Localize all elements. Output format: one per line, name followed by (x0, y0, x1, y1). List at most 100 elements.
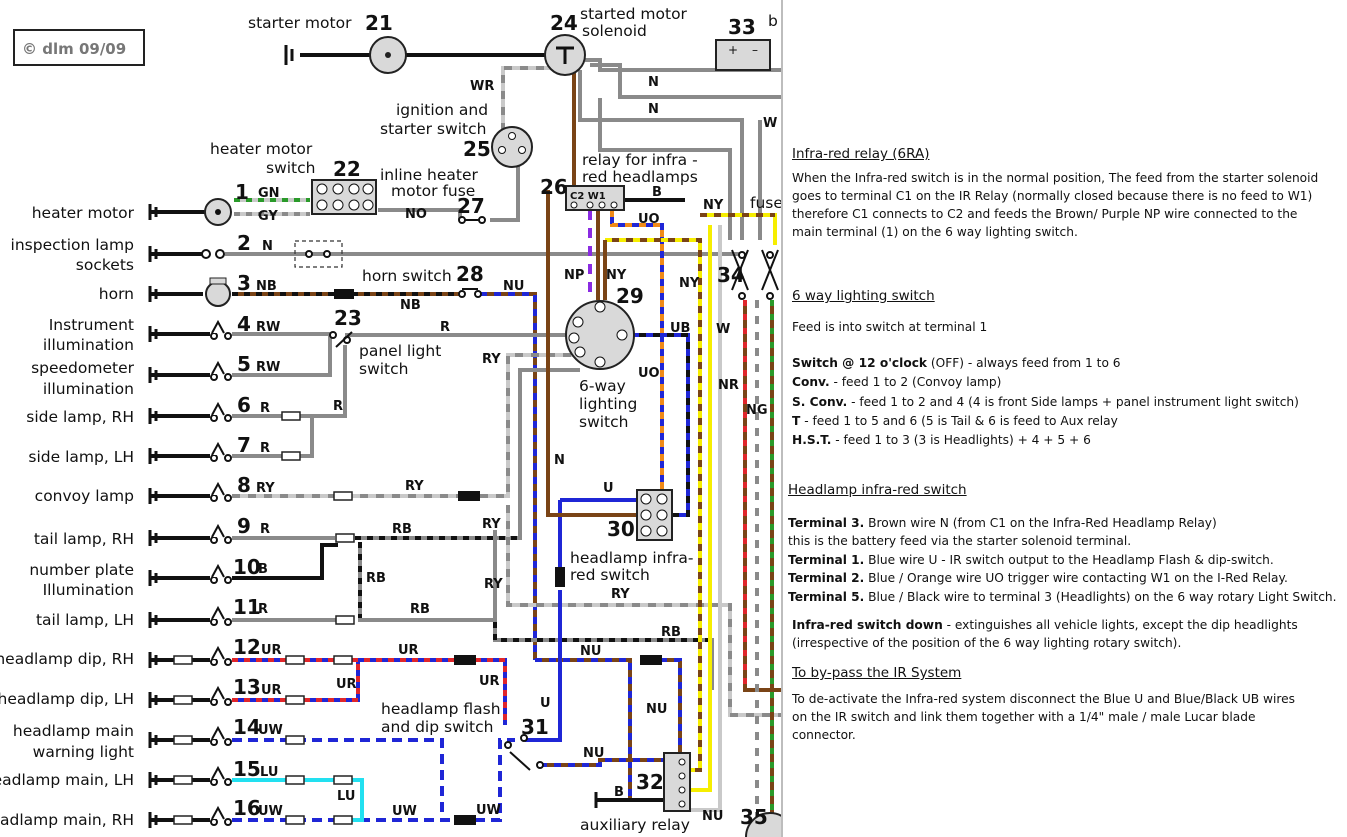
svg-text:number plate: number plate (29, 561, 134, 579)
svg-text:LU: LU (260, 765, 278, 780)
bypass-text-2: on the IR switch and link them together … (792, 710, 1256, 724)
lighting-switch-heading: 6 way lighting switch (792, 288, 935, 304)
svg-text:14: 14 (233, 715, 261, 739)
svg-text:W: W (763, 116, 777, 131)
num-30: 30 (607, 517, 635, 541)
panel-light-switch-icon (329, 331, 353, 348)
wire-w (578, 70, 744, 240)
svg-text:inline heater: inline heater (380, 166, 479, 184)
svg-text:RY: RY (405, 479, 424, 494)
svg-text:UB: UB (670, 321, 690, 336)
svg-text:UW: UW (476, 803, 501, 818)
notes-panel: Infra-red relay (6RA) When the Infra-red… (781, 0, 1347, 837)
svg-text:15: 15 (233, 757, 261, 781)
wires (150, 53, 781, 837)
heater-switch-icon (311, 179, 377, 215)
heater-fuse-icon (458, 216, 486, 224)
num-28: 28 (456, 262, 484, 286)
num-24: 24 (550, 11, 578, 35)
svg-text:panel light: panel light (359, 342, 441, 360)
svg-text:N: N (554, 453, 565, 468)
bypass-text-3: connector. (792, 728, 856, 742)
lighting-switch-feed: Feed is into switch at terminal 1 (792, 320, 988, 334)
svg-text:UW: UW (258, 723, 283, 738)
num-23: 23 (334, 306, 362, 330)
svg-text:headlamp infra-: headlamp infra- (570, 549, 693, 567)
svg-text:16: 16 (233, 796, 261, 820)
svg-text:horn: horn (99, 285, 134, 303)
battery-icon: + – (715, 39, 771, 71)
terminal-3-text-2: this is the battery feed via the starter… (788, 534, 1132, 548)
solenoid-icon (544, 34, 586, 76)
svg-text:UR: UR (261, 683, 282, 698)
svg-text:NU: NU (503, 279, 524, 294)
terminal-1-text: Terminal 1. Blue wire U - IR switch outp… (788, 553, 1274, 567)
lighting-switch-icon (565, 300, 635, 370)
svg-text:headlamp flash: headlamp flash (381, 700, 501, 718)
switch-mode-hst: H.S.T. - feed 1 to 3 (3 is Headlights) +… (792, 433, 1091, 447)
svg-text:RW: RW (256, 360, 280, 375)
svg-text:U: U (540, 696, 551, 711)
svg-text:headlamp dip, LH: headlamp dip, LH (0, 690, 134, 708)
svg-text:R: R (260, 401, 270, 416)
svg-text:RB: RB (410, 602, 430, 617)
svg-text:switch: switch (359, 360, 408, 378)
svg-text:horn switch: horn switch (362, 267, 452, 285)
num-22: 22 (333, 157, 361, 181)
svg-text:NU: NU (646, 702, 667, 717)
svg-text:12: 12 (233, 635, 261, 659)
svg-text:C2 W1: C2 W1 (570, 191, 606, 202)
ignition-switch-icon (491, 126, 533, 168)
svg-text:headlamp main, LH: headlamp main, LH (0, 771, 134, 789)
ir-switch-icon (636, 489, 673, 541)
component-labels: starter motor started motor solenoid b i… (210, 5, 781, 834)
svg-text:–: – (752, 43, 758, 57)
svg-text:Instrument: Instrument (49, 316, 134, 334)
svg-text:red headlamps: red headlamps (582, 168, 698, 186)
svg-text:11: 11 (233, 595, 261, 619)
svg-text:UO: UO (638, 366, 660, 381)
horn-switch-icon (334, 288, 482, 299)
ir-switch-down-text: Infra-red switch down - extinguishes all… (792, 618, 1298, 632)
svg-text:starter switch: starter switch (380, 120, 486, 138)
switch-mode-sconv: S. Conv. - feed 1 to 2 and 4 (4 is front… (792, 395, 1299, 409)
svg-text:2: 2 (237, 231, 251, 255)
terminal-3-text: Terminal 3. Brown wire N (from C1 on the… (788, 516, 1217, 530)
svg-text:NY: NY (606, 268, 627, 283)
ir-relay-heading: Infra-red relay (6RA) (792, 146, 930, 162)
svg-text:switch: switch (579, 413, 628, 431)
svg-text:R: R (260, 441, 270, 456)
black-connectors (454, 491, 662, 825)
svg-text:R: R (258, 602, 268, 617)
flash-dip-switch-icon (504, 734, 544, 771)
svg-text:NO: NO (405, 207, 427, 222)
svg-text:W: W (716, 322, 730, 337)
svg-text:13: 13 (233, 675, 261, 699)
components: + – (148, 34, 781, 837)
svg-text:headlamp main, RH: headlamp main, RH (0, 811, 134, 829)
svg-text:solenoid: solenoid (582, 22, 647, 40)
svg-text:switch: switch (266, 159, 315, 177)
svg-text:ignition and: ignition and (396, 101, 488, 119)
svg-text:fuse: fuse (750, 194, 781, 212)
credit-box (13, 29, 145, 66)
bypass-heading: To by-pass the IR System (792, 665, 962, 681)
svg-text:relay for infra -: relay for infra - (582, 151, 698, 169)
svg-text:10: 10 (233, 555, 261, 579)
credit-text: © dlm 09/09 (22, 40, 126, 58)
svg-text:1: 1 (235, 180, 249, 204)
num-29: 29 (616, 284, 644, 308)
svg-text:B: B (258, 562, 268, 577)
svg-text:RY: RY (484, 577, 503, 592)
num-26: 26 (540, 175, 568, 199)
earth-icons (148, 204, 158, 828)
svg-text:convoy lamp: convoy lamp (35, 487, 134, 505)
svg-text:NY: NY (679, 276, 700, 291)
svg-text:motor fuse: motor fuse (391, 182, 475, 200)
svg-text:auxiliary relay: auxiliary relay (580, 816, 690, 834)
svg-text:LU: LU (337, 789, 355, 804)
num-27: 27 (457, 194, 485, 218)
terminal-5-text: Terminal 5. Blue / Black wire to termina… (788, 590, 1337, 604)
svg-text:Illumination: Illumination (43, 581, 134, 599)
svg-text:red switch: red switch (570, 566, 650, 584)
